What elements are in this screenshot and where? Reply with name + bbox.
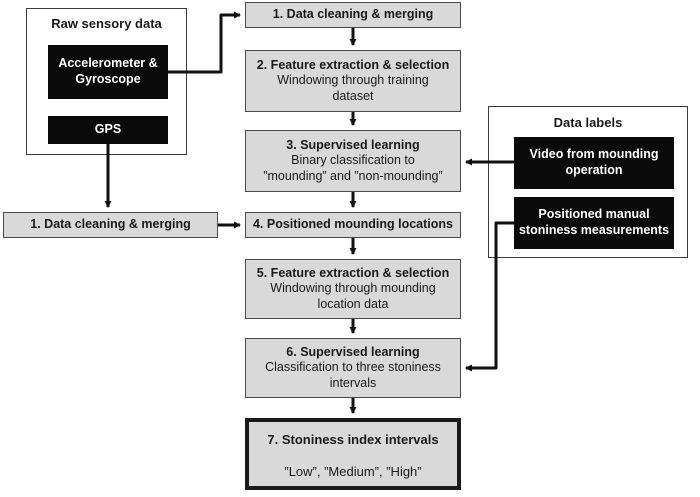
- step3-title: 3. Supervised learning: [286, 137, 420, 152]
- step6-supervised-learning: 6. Supervised learning Classification to…: [245, 338, 461, 398]
- stoniness-measurements-box: Positioned manual stoniness measurements: [514, 197, 674, 249]
- step1-top-title: 1. Data cleaning & merging: [272, 7, 434, 22]
- gps-label: GPS: [94, 122, 122, 137]
- stoniness-measurements-label: Positioned manual stoniness measurements: [518, 207, 670, 237]
- step6-title: 6. Supervised learning: [286, 344, 420, 359]
- step7-subtitle: ”Low”, ”Medium”, ”High”: [284, 464, 422, 480]
- step2-title: 2. Feature extraction & selection: [256, 57, 450, 72]
- step5-feature-extraction: 5. Feature extraction & selection Window…: [245, 259, 461, 319]
- video-mounding-box: Video from mounding operation: [514, 137, 674, 189]
- step1-data-cleaning-top: 1. Data cleaning & merging: [245, 2, 461, 28]
- step4-positioned-mounding: 4. Positioned mounding locations: [245, 212, 461, 238]
- step3-supervised-learning: 3. Supervised learning Binary classifica…: [245, 130, 461, 192]
- step5-subtitle: Windowing through mounding location data: [270, 281, 436, 311]
- arrow-accel-to-step1: [168, 11, 241, 74]
- step7-stoniness-index: 7. Stoniness index intervals ”Low”, ”Med…: [245, 418, 461, 490]
- raw-sensory-data-title: Raw sensory data: [51, 16, 162, 31]
- gps-box: GPS: [48, 116, 168, 144]
- step3-subtitle: Binary classification to ”mounding” and …: [263, 153, 443, 183]
- step1-left-title: 1. Data cleaning & merging: [30, 217, 191, 232]
- step5-title: 5. Feature extraction & selection: [256, 265, 450, 280]
- arrow-stoniness-to-step6: [465, 221, 514, 372]
- data-labels-title: Data labels: [553, 115, 623, 130]
- accelerometer-gyroscope-label: Accelerometer & Gyroscope: [58, 56, 158, 86]
- step7-title: 7. Stoniness index intervals: [267, 432, 439, 447]
- step2-feature-extraction: 2. Feature extraction & selection Window…: [245, 50, 461, 112]
- step4-title: 4. Positioned mounding locations: [252, 217, 453, 232]
- step1-data-cleaning-left: 1. Data cleaning & merging: [3, 212, 218, 238]
- step6-subtitle: Classification to three stoniness interv…: [265, 360, 441, 390]
- accelerometer-gyroscope-box: Accelerometer & Gyroscope: [48, 45, 168, 99]
- step2-subtitle: Windowing through training dataset: [277, 73, 429, 103]
- video-mounding-label: Video from mounding operation: [529, 147, 659, 177]
